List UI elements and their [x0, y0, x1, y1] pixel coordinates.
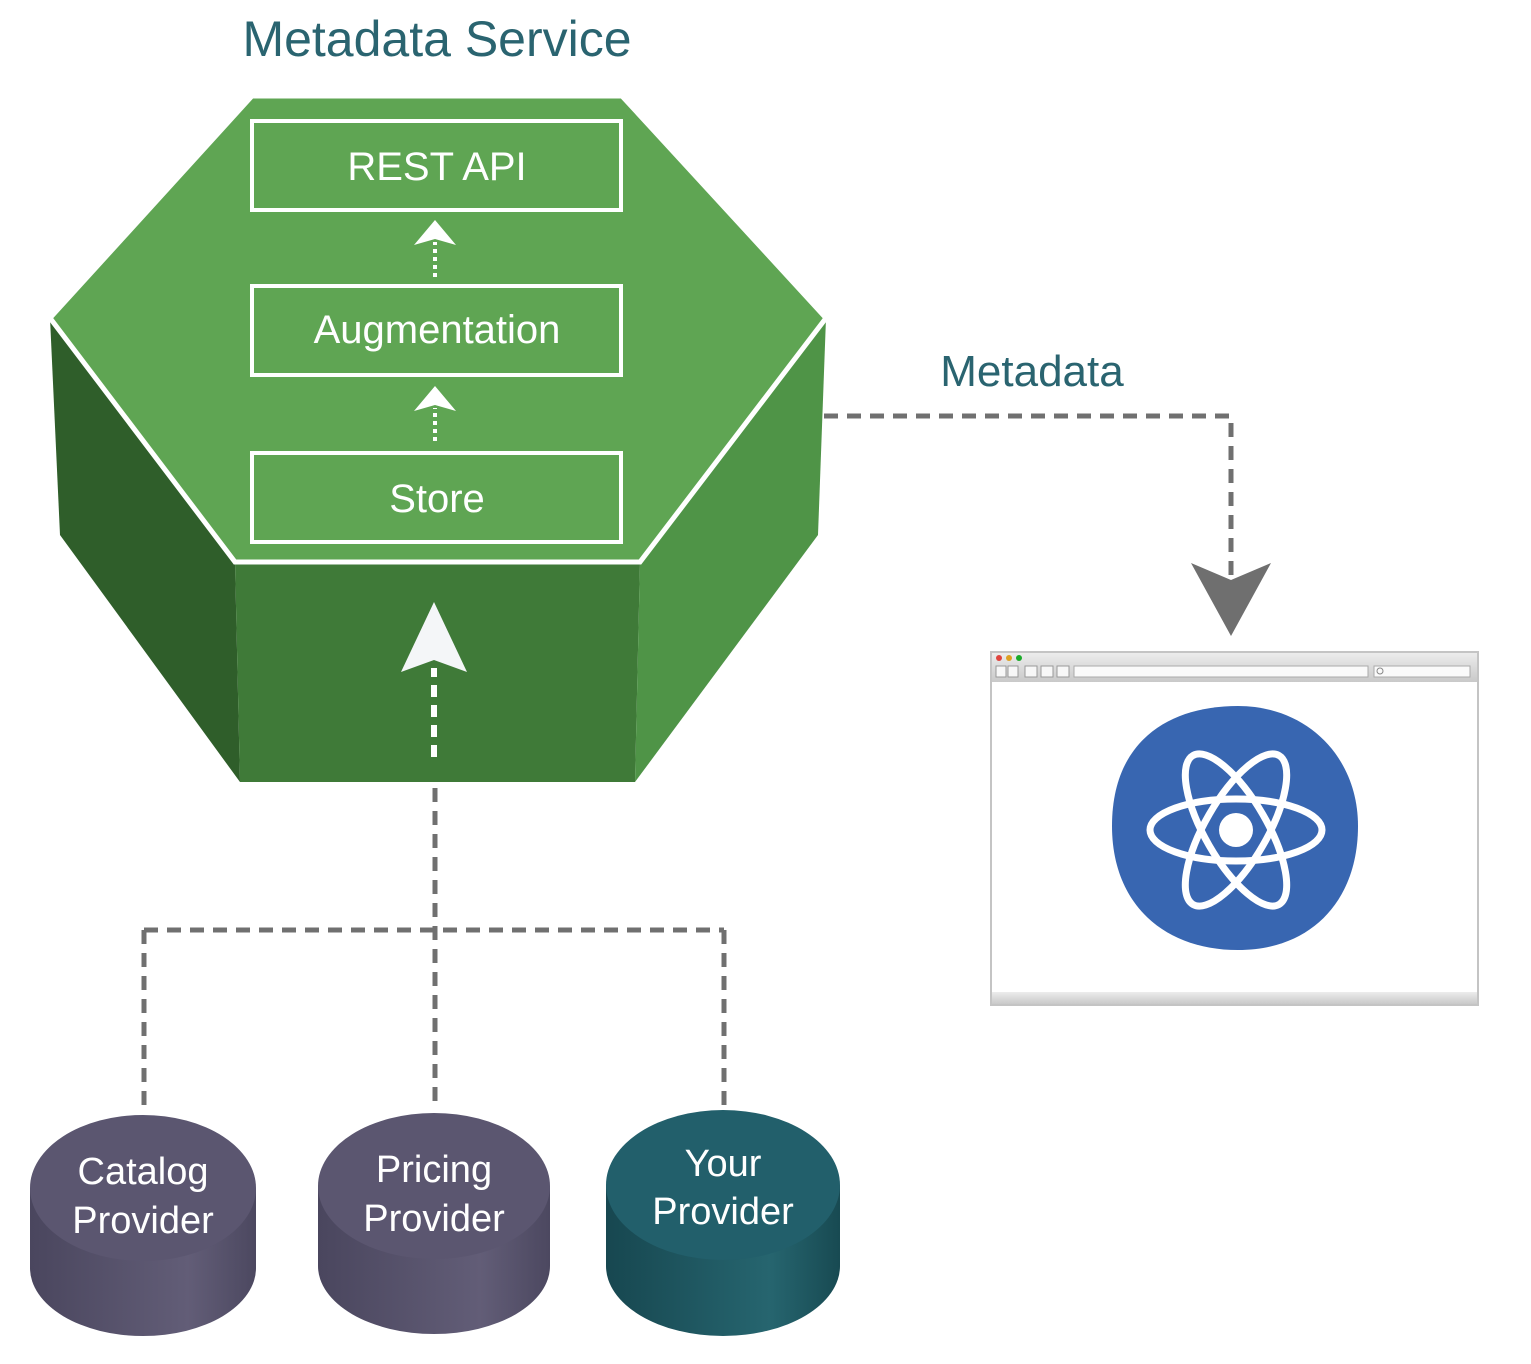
- browser-back-icon: [995, 665, 1007, 678]
- browser-close-dot: [996, 655, 1002, 661]
- browser-status-bar: [992, 992, 1477, 1004]
- prism-left-face: [50, 318, 240, 782]
- layer-store: Store: [250, 451, 623, 544]
- browser-forward-icon: [1007, 665, 1019, 678]
- layer-rest-api-label: REST API: [347, 145, 526, 189]
- react-atom-icon: [1112, 706, 1358, 950]
- provider-pricing-line2: Provider: [363, 1198, 505, 1240]
- provider-your-line1: Your: [685, 1143, 762, 1185]
- browser-minimize-dot: [1006, 655, 1012, 661]
- provider-your-line2: Provider: [652, 1191, 794, 1233]
- metadata-service-prism: [46, 93, 830, 782]
- arrow-augmentation-to-rest: [414, 220, 456, 277]
- provider-catalog-line1: Catalog: [78, 1151, 209, 1193]
- browser-home-icon: [1040, 665, 1054, 678]
- prism-front-face: [235, 562, 640, 782]
- provider-catalog-line2: Provider: [72, 1200, 214, 1242]
- prism-right-face: [635, 318, 826, 782]
- provider-pricing: Pricing Provider: [318, 1113, 550, 1334]
- browser-address-bar: [1073, 665, 1369, 678]
- metadata-connector: [824, 413, 1271, 636]
- browser-search-bar: [1373, 665, 1471, 678]
- provider-connectors: [141, 788, 727, 1105]
- arrow-providers-to-service: [401, 602, 467, 757]
- metadata-arrowhead: [1191, 563, 1271, 636]
- provider-catalog: Catalog Provider: [30, 1115, 256, 1336]
- browser-reload-icon: [1024, 665, 1038, 678]
- layer-rest-api: REST API: [250, 119, 623, 212]
- layer-augmentation-label: Augmentation: [314, 308, 561, 352]
- browser-stop-icon: [1056, 665, 1070, 678]
- metadata-edge-label: Metadata: [940, 347, 1124, 396]
- layer-augmentation: Augmentation: [250, 284, 623, 377]
- layer-store-label: Store: [389, 477, 485, 521]
- browser-search-icon: [1376, 667, 1384, 675]
- prism-top-face: [46, 93, 830, 565]
- arrow-store-to-augmentation: [414, 386, 456, 441]
- provider-your: Your Provider: [606, 1110, 840, 1336]
- diagram-title: Metadata Service: [242, 11, 631, 67]
- provider-pricing-line1: Pricing: [376, 1149, 492, 1191]
- browser-zoom-dot: [1016, 655, 1022, 661]
